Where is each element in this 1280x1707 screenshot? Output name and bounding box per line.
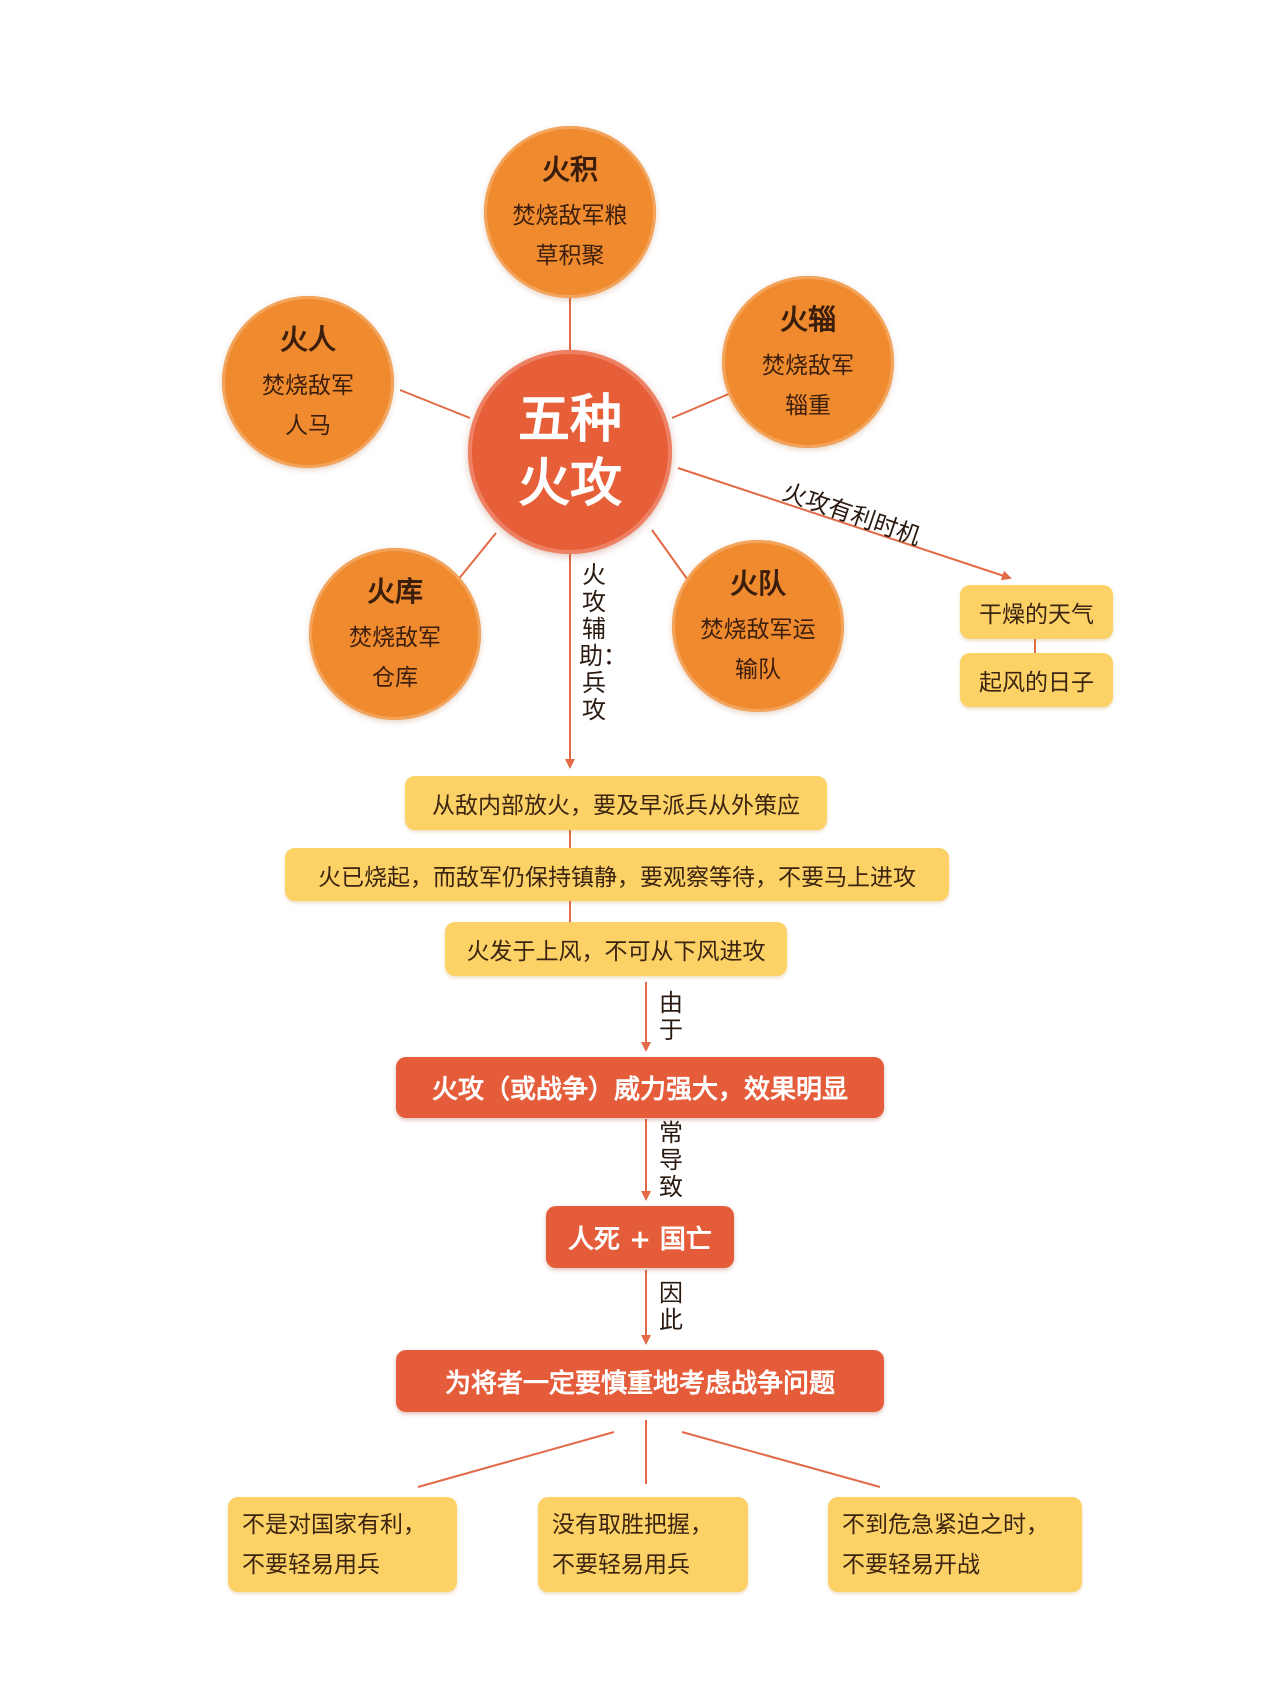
timing-arrow (677, 467, 1012, 581)
fire-type-desc: 焚烧敌军 (349, 625, 441, 651)
fire-type-desc: 输队 (735, 657, 781, 683)
advice-line: 不要轻易用兵 (242, 1551, 380, 1578)
advice-box-2: 没有取胜把握， 不要轻易用兵 (538, 1497, 748, 1592)
power-box: 火攻（或战争）威力强大，效果明显 (396, 1057, 884, 1118)
center-title-line2: 火攻 (517, 453, 622, 514)
center-node: 五种 火攻 (468, 350, 672, 554)
advice-line: 不要轻易开战 (842, 1551, 980, 1578)
spoke-left (399, 389, 471, 419)
advice-line: 没有取胜把握， (552, 1511, 713, 1538)
aux-label: 火攻辅助：兵攻 (579, 561, 627, 724)
fire-type-node-huodui: 火队 焚烧敌军运 输队 (672, 540, 844, 712)
fire-type-desc: 焚烧敌军 (762, 353, 854, 379)
fire-type-desc: 焚烧敌军 (262, 373, 354, 399)
fire-type-title: 火人 (279, 323, 336, 356)
fire-type-desc: 人马 (285, 413, 331, 439)
fire-type-title: 火辎 (779, 303, 836, 336)
flow-label-therefore: 因此 (659, 1279, 683, 1334)
aux-step-1: 从敌内部放火，要及早派兵从外策应 (405, 776, 827, 830)
spoke-upper-right (671, 389, 739, 419)
fire-type-desc: 草积聚 (535, 243, 605, 269)
fire-type-node-huozi: 火辎 焚烧敌军 辎重 (722, 276, 894, 448)
aux-step-2: 火已烧起，而敌军仍保持镇静，要观察等待，不要马上进攻 (285, 848, 949, 901)
fire-type-title: 火库 (366, 575, 423, 608)
fire-type-desc: 焚烧敌军运 (700, 617, 816, 643)
fire-type-node-huoku: 火库 焚烧敌军 仓库 (309, 548, 481, 720)
fire-type-desc: 辎重 (785, 393, 831, 419)
advice-line: 不是对国家有利， (242, 1511, 426, 1538)
fan-left (417, 1431, 615, 1488)
advice-line: 不到危急紧迫之时， (842, 1511, 1049, 1538)
conclusion-box: 为将者一定要慎重地考虑战争问题 (396, 1350, 884, 1412)
fire-type-node-huoji: 火积 焚烧敌军粮 草积聚 (484, 126, 656, 298)
advice-box-3: 不到危急紧迫之时， 不要轻易开战 (828, 1497, 1082, 1592)
fire-type-node-huoren: 火人 焚烧敌军 人马 (222, 296, 394, 468)
timing-item-windy-day: 起风的日子 (960, 653, 1113, 707)
fire-type-title: 火积 (541, 153, 598, 186)
center-title-line1: 五种 (517, 389, 622, 450)
timing-item-dry-weather: 干燥的天气 (960, 585, 1113, 639)
fire-type-desc: 焚烧敌军粮 (512, 203, 628, 229)
result-box: 人死 + 国亡 (546, 1206, 734, 1268)
fan-right (681, 1431, 881, 1488)
fire-type-title: 火队 (729, 567, 786, 600)
advice-line: 不要轻易用兵 (552, 1551, 690, 1578)
flow-label-due: 由于 (659, 989, 683, 1044)
spoke-lower-right (651, 529, 691, 584)
aux-step-3: 火发于上风，不可从下风进攻 (445, 922, 787, 976)
fire-type-desc: 仓库 (372, 665, 418, 691)
flow-label-leads: 常导致 (659, 1119, 683, 1201)
advice-box-1: 不是对国家有利， 不要轻易用兵 (228, 1497, 457, 1592)
